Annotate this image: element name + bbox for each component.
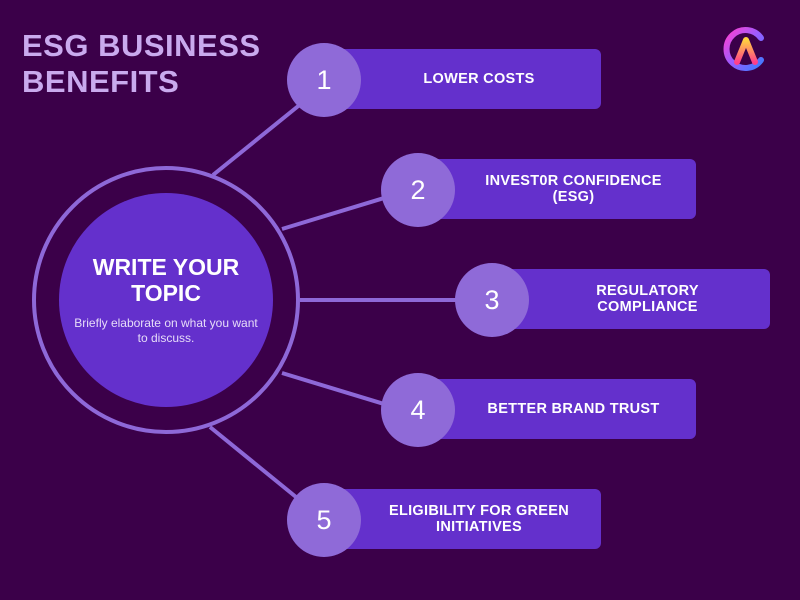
benefit-number: 4: [410, 394, 426, 425]
benefit-label: INVEST0R CONFIDENCE (ESG): [485, 173, 662, 205]
benefit-number: 3: [484, 284, 500, 315]
benefit-label-box: INVEST0R CONFIDENCE (ESG): [431, 159, 696, 219]
title-line-2: BENEFITS: [22, 64, 180, 99]
benefit-label-box: BETTER BRAND TRUST: [431, 379, 696, 439]
page-title: ESG BUSINESS BENEFITS: [22, 28, 261, 100]
topic-circle: WRITE YOUR TOPIC Briefly elaborate on wh…: [59, 193, 273, 407]
benefit-label: BETTER BRAND TRUST: [487, 401, 660, 417]
topic-outer-ring: [32, 166, 300, 434]
ca-logo-icon: [721, 24, 771, 74]
benefit-number-badge: 2: [381, 153, 455, 227]
benefit-item-1: LOWER COSTS 1: [287, 43, 602, 117]
benefit-number-badge: 3: [455, 263, 529, 337]
benefit-number: 1: [316, 64, 332, 95]
benefit-item-4: BETTER BRAND TRUST 4: [381, 373, 697, 447]
benefit-number: 5: [316, 504, 332, 535]
benefit-number: 2: [410, 174, 426, 205]
benefit-label: ELIGIBILITY FOR GREEN INITIATIVES: [388, 503, 570, 535]
topic-title-line-1: WRITE YOUR: [92, 254, 240, 280]
benefit-label-box: ELIGIBILITY FOR GREEN INITIATIVES: [337, 489, 601, 549]
benefit-label: LOWER COSTS: [423, 71, 535, 87]
title-line-1: ESG BUSINESS: [22, 28, 261, 63]
topic-description: Briefly elaborate on what you want to di…: [74, 316, 258, 345]
benefit-item-5: ELIGIBILITY FOR GREEN INITIATIVES 5: [287, 483, 602, 557]
benefit-number-badge: 1: [287, 43, 361, 117]
benefit-number-badge: 4: [381, 373, 455, 447]
topic-title: WRITE YOUR TOPIC: [93, 254, 240, 306]
benefit-item-2: INVEST0R CONFIDENCE (ESG) 2: [381, 153, 697, 227]
benefit-label-box: REGULATORY COMPLIANCE: [505, 269, 770, 329]
benefit-label-box: LOWER COSTS: [337, 49, 601, 109]
benefit-number-badge: 5: [287, 483, 361, 557]
benefit-item-3: REGULATORY COMPLIANCE 3: [455, 263, 771, 337]
topic-title-line-2: TOPIC: [131, 280, 201, 306]
benefit-label: REGULATORY COMPLIANCE: [596, 283, 699, 315]
